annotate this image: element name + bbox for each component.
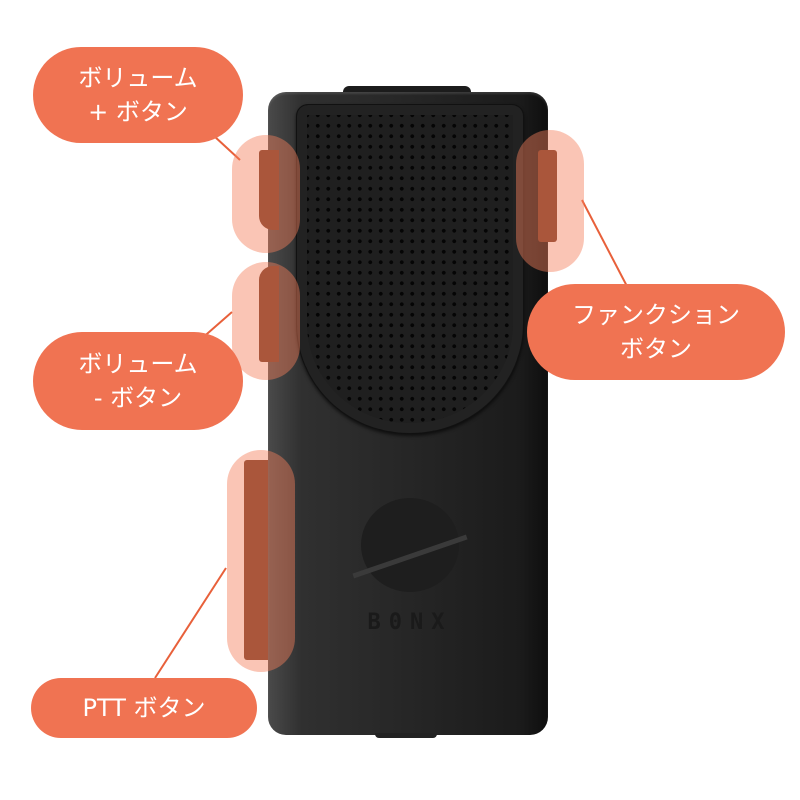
volume-down-label-line2: - ボタン: [93, 384, 183, 412]
function-label-line1: ファンクション: [572, 301, 740, 329]
ptt-physical-button[interactable]: [244, 460, 268, 660]
volume-down-physical-button[interactable]: [259, 266, 279, 362]
function-label-line2: ボタン: [620, 335, 692, 363]
brand-logo-text: B0NX: [367, 610, 453, 635]
function-label: ファンクション ボタン: [527, 284, 785, 380]
volume-up-label-line1: ボリューム: [78, 64, 198, 92]
function-highlight: [516, 130, 584, 272]
connector-ptt: [154, 567, 227, 679]
function-physical-button[interactable]: [538, 150, 557, 242]
volume-up-label: ボリューム + ボタン: [33, 47, 243, 143]
ptt-label: PTT ボタン: [31, 678, 257, 738]
volume-down-label: ボリューム - ボタン: [33, 332, 243, 430]
ptt-highlight: [227, 450, 295, 672]
connector-volume-up: [213, 135, 241, 161]
volume-down-label-line1: ボリューム: [78, 350, 198, 378]
ptt-label-line1: PTT ボタン: [82, 694, 206, 722]
device-bottom-cap: [375, 733, 437, 738]
volume-down-highlight: [232, 262, 300, 380]
speaker-grille: [296, 104, 524, 434]
volume-up-highlight: [232, 135, 300, 253]
connector-function: [581, 199, 631, 293]
volume-up-physical-button[interactable]: [259, 150, 279, 230]
volume-up-label-line2: + ボタン: [88, 98, 188, 126]
